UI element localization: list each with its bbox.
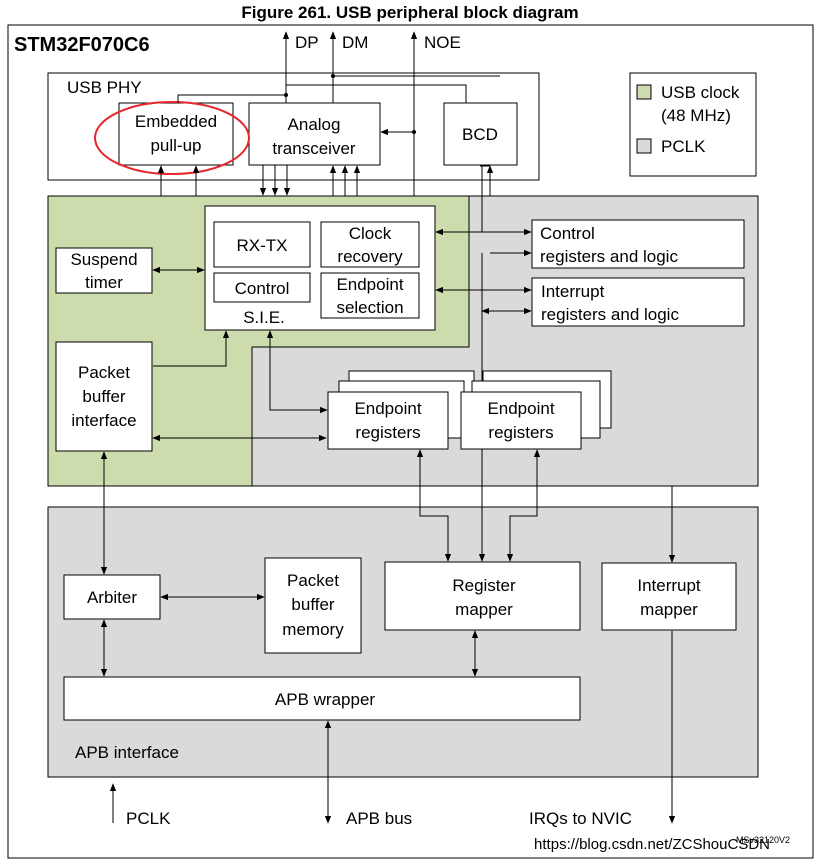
analog-transceiver-label-1: Analog [288,115,341,134]
suspend-timer-label-2: timer [85,273,123,292]
apb-interface-label: APB interface [75,743,179,762]
packet-buffer-memory-block [264,557,362,654]
endpoint-registers-block-2 [460,391,582,450]
rx-tx-label: RX-TX [237,236,288,255]
chip-label: STM32F070C6 [14,34,150,56]
arbiter-label: Arbiter [87,588,137,607]
endpoint-registers-block-1 [327,391,449,450]
endpoint-selection-block [320,272,420,319]
analog-transceiver-label-2: transceiver [272,139,355,158]
register-mapper-block [384,561,581,631]
pullup-to-dp-line [177,94,286,103]
control-registers-label-2: registers and logic [540,247,678,266]
suspend-timer-block [55,247,153,294]
endpoint-selection-label-1: Endpoint [336,275,403,294]
junction-dot-noe [412,130,416,134]
clock-recovery-label-1: Clock [349,224,392,243]
packet-buffer-interface-label-2: buffer [82,387,126,406]
doc-code: MSv32120V2 [736,835,790,845]
interrupt-registers-label-1: Interrupt [541,282,605,301]
apb-wrapper-block [63,676,581,721]
bcd-block [443,102,518,166]
embedded-pullup-label-2: pull-up [150,136,201,155]
irqs-label: IRQs to NVIC [529,809,632,828]
junction-dot-dp [284,93,288,97]
dp-signal-label: DP [295,33,319,52]
control-block [213,272,311,303]
arbiter-block [63,574,161,620]
pclk-region-apb [47,506,759,778]
endpoint-registers-1-label-1: Endpoint [354,399,421,418]
endpoint-registers-2-label-2: registers [488,423,553,442]
rx-tx-block [213,221,311,268]
highlight-ellipse [94,101,250,175]
watermark-text: https://blog.csdn.net/ZCShouCSDN [534,836,770,853]
endpoint-registers-stack-1 [327,370,475,450]
dm-signal-label: DM [342,33,368,52]
pbi-sie-arrow [153,330,230,367]
packet-buffer-interface-label-3: interface [71,411,136,430]
noe-signal-label: NOE [424,33,461,52]
embedded-pullup-label-1: Embedded [135,112,217,131]
interrupt-registers-label-2: registers and logic [541,305,679,324]
pclk-input-label: PCLK [126,809,171,828]
interrupt-registers-block [531,277,745,327]
packet-buffer-memory-label-1: Packet [287,571,339,590]
endpoint2-mapper-arrow [506,449,541,562]
endpoint-registers-2-label-1: Endpoint [487,399,554,418]
register-mapper-label-2: mapper [455,600,513,619]
interrupt-mapper-block [601,562,737,631]
packet-buffer-interface-label-1: Packet [78,363,130,382]
control-registers-label-1: Control [540,224,595,243]
apb-wrapper-label: APB wrapper [275,690,375,709]
bcd-label: BCD [462,125,498,144]
endpoint-registers-1-label-2: registers [355,423,420,442]
legend-pclk-swatch [636,138,652,154]
clock-recovery-label-2: recovery [337,247,403,266]
apb-bus-label: APB bus [346,809,412,828]
endpoint-registers-stack-2 [460,370,612,450]
suspend-timer-label-1: Suspend [70,250,137,269]
clock-recovery-block [320,221,420,268]
packet-buffer-interface-block [55,341,153,452]
embedded-pullup-block [118,102,234,166]
register-mapper-label-1: Register [452,576,516,595]
sie-endpoint-arrow [266,330,328,414]
legend-usb-clock-label-2: (48 MHz) [661,106,731,125]
endpoint-selection-label-2: selection [336,298,403,317]
interrupt-mapper-label-2: mapper [640,600,698,619]
packet-buffer-memory-label-2: buffer [291,595,335,614]
usb-phy-label: USB PHY [67,78,142,97]
interrupt-mapper-label-1: Interrupt [637,576,701,595]
figure-title: Figure 261. USB peripheral block diagram [241,3,578,22]
control-registers-block [531,219,745,269]
legend-pclk-label: PCLK [661,137,706,156]
sie-label: S.I.E. [243,308,285,327]
legend-usb-clock-swatch [636,84,652,100]
legend-usb-clock-label-1: USB clock [661,83,740,102]
control-label: Control [235,279,290,298]
endpoint1-mapper-arrow [416,449,452,562]
packet-buffer-memory-label-3: memory [282,620,344,639]
